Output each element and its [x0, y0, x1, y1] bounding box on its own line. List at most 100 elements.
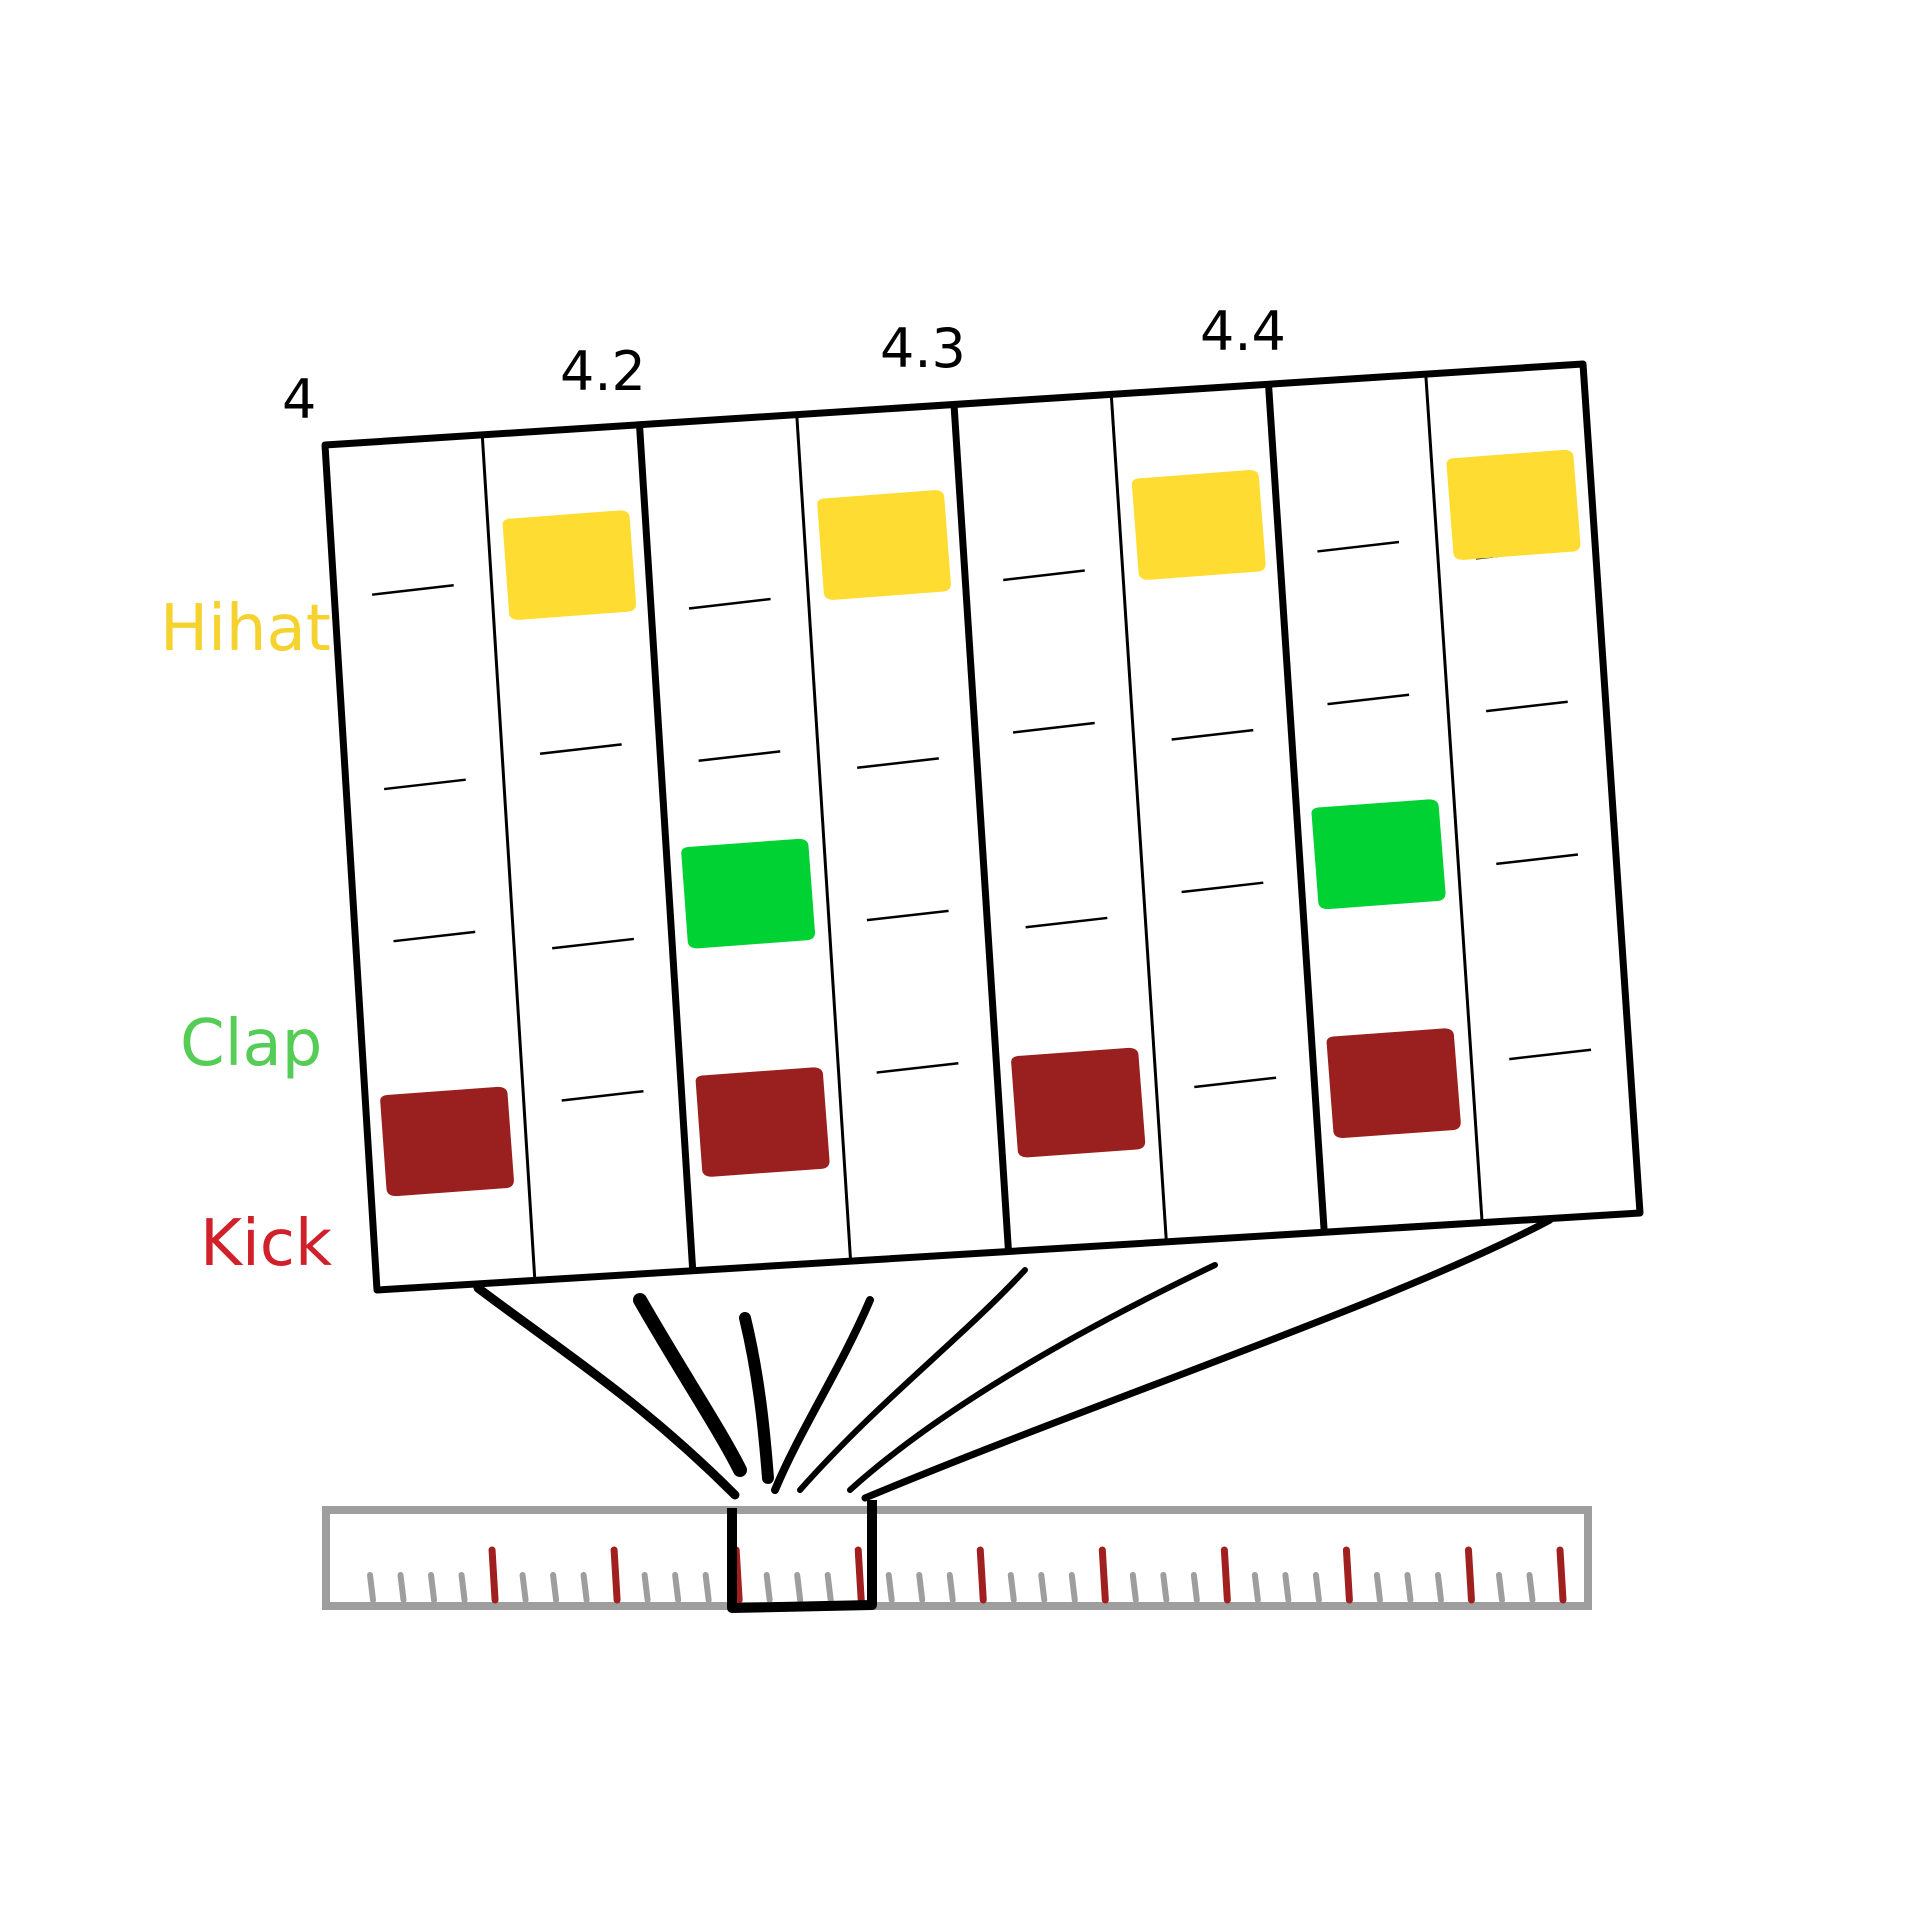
row-mark — [1012, 721, 1095, 734]
overview-tick — [519, 1572, 529, 1603]
beat-divider — [636, 424, 697, 1271]
overview-accent-tick — [610, 1546, 621, 1604]
step-kick-3[interactable] — [695, 1067, 830, 1177]
step-hihat-8[interactable] — [1446, 449, 1581, 560]
step-hihat-4[interactable] — [817, 490, 951, 600]
connector-stroke — [633, 1293, 747, 1477]
beat-divider — [1265, 384, 1328, 1233]
overview-frame — [322, 1506, 1592, 1610]
overview-tick — [916, 1572, 926, 1603]
row-mark — [1485, 700, 1568, 713]
overview-accent-tick — [1556, 1546, 1567, 1604]
step-kick-1[interactable] — [380, 1086, 514, 1197]
overview-accent-tick — [1220, 1546, 1231, 1604]
track-label-kick: Kick — [200, 1207, 332, 1281]
step-kick-7[interactable] — [1326, 1028, 1461, 1139]
overview-ticks — [367, 1546, 1567, 1604]
track-label-hihat: Hihat — [160, 592, 331, 666]
beat-label-4-2: 4.2 — [560, 340, 646, 403]
overview-tick — [672, 1572, 682, 1603]
row-mark — [383, 778, 466, 791]
overview-tick — [763, 1572, 773, 1603]
step-clap-3[interactable] — [681, 838, 816, 949]
overview-tick — [1251, 1572, 1261, 1603]
overview-accent-tick — [1098, 1546, 1109, 1604]
overview-tick — [946, 1572, 956, 1603]
row-mark — [1509, 1048, 1592, 1061]
overview-tick — [702, 1572, 712, 1603]
row-mark — [539, 743, 622, 756]
row-mark — [1171, 728, 1254, 741]
overview-tick — [794, 1572, 804, 1603]
sequencer-grid — [321, 360, 1644, 1294]
row-mark — [866, 909, 949, 922]
overview-accent-tick — [1464, 1546, 1475, 1604]
track-label-clap: Clap — [180, 1007, 322, 1081]
row-mark — [1194, 1076, 1277, 1089]
grid-step-cells — [380, 449, 1581, 1197]
overview-tick — [1068, 1572, 1078, 1603]
overview-accent-tick — [976, 1546, 987, 1604]
row-mark — [371, 584, 454, 596]
row-mark — [1317, 540, 1400, 553]
step-divider — [1424, 374, 1484, 1223]
overview-tick — [1404, 1572, 1414, 1603]
row-mark — [1181, 881, 1264, 894]
overview-tick — [885, 1572, 895, 1603]
beat-label-4-3: 4.3 — [880, 317, 966, 380]
overview-tick — [1038, 1572, 1048, 1603]
overview-tick — [550, 1572, 560, 1603]
step-divider — [1109, 394, 1168, 1242]
overview-tick — [1282, 1572, 1292, 1603]
overview-tick — [397, 1572, 407, 1603]
overview-tick — [580, 1572, 590, 1603]
overview-tick — [428, 1572, 438, 1603]
overview-tick — [824, 1572, 834, 1603]
overview-tick — [641, 1572, 651, 1603]
connector-stroke — [739, 1312, 774, 1484]
overview-accent-tick — [488, 1546, 499, 1604]
overview-tick — [1526, 1572, 1536, 1603]
row-mark — [876, 1062, 959, 1074]
overview-tick — [1129, 1572, 1139, 1603]
overview-timeline[interactable]: 4 — [322, 1500, 1592, 1651]
row-mark — [561, 1089, 644, 1102]
row-mark — [1025, 916, 1108, 929]
row-mark — [1496, 853, 1579, 866]
row-mark — [698, 750, 781, 763]
overview-tick — [458, 1572, 468, 1603]
overview-tick — [367, 1572, 376, 1603]
grid-column-dividers — [480, 374, 1484, 1281]
overview-tick — [1312, 1572, 1322, 1603]
connector-stroke — [771, 1296, 874, 1494]
overview-tick — [1373, 1572, 1383, 1603]
overview-tick — [1434, 1572, 1444, 1603]
beat-label-4-4: 4.4 — [1200, 300, 1286, 363]
row-mark — [1003, 569, 1085, 582]
step-clap-7[interactable] — [1311, 799, 1446, 910]
step-divider — [795, 414, 853, 1262]
overview-tick — [1007, 1572, 1017, 1603]
step-hihat-2[interactable] — [502, 510, 637, 620]
step-kick-5[interactable] — [1011, 1047, 1146, 1158]
step-hihat-6[interactable] — [1131, 470, 1266, 580]
overview-accent-tick — [1342, 1546, 1353, 1604]
step-divider — [480, 434, 537, 1281]
connector-stroke — [473, 1283, 740, 1500]
connector-stroke — [861, 1216, 1554, 1502]
overview-tick — [1160, 1572, 1170, 1603]
overview-tick — [1495, 1572, 1505, 1603]
overview-selection[interactable] — [727, 1500, 877, 1613]
overview-accent-tick — [854, 1546, 865, 1604]
beat-label-4: 4 — [282, 368, 316, 431]
beat-divider — [950, 404, 1012, 1252]
row-mark — [1327, 693, 1410, 706]
row-mark — [857, 757, 939, 770]
connector-stroke — [797, 1267, 1028, 1493]
row-mark — [688, 597, 771, 610]
connector-stroke — [847, 1262, 1218, 1493]
zoom-connector — [473, 1216, 1554, 1502]
row-mark — [393, 930, 476, 943]
row-mark — [552, 937, 635, 950]
